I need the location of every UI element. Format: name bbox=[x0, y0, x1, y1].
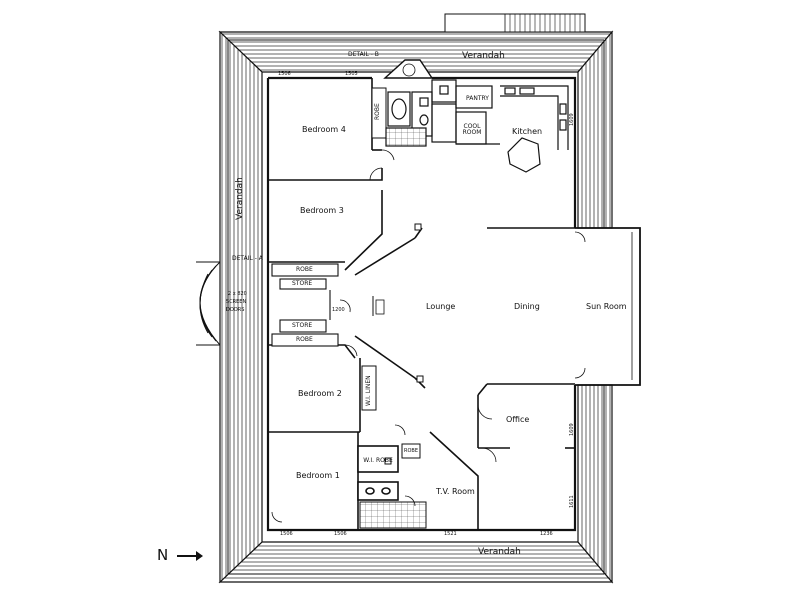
columns bbox=[384, 223, 424, 465]
room-bedroom-2: Bedroom 2 bbox=[298, 389, 342, 398]
room-pantry: PANTRY bbox=[466, 95, 489, 102]
room-bedroom-1: Bedroom 1 bbox=[296, 471, 340, 480]
detail-a-label: DETAIL - A bbox=[232, 255, 263, 262]
verandah-deck bbox=[218, 30, 614, 584]
dim-bottom-1: 1506 bbox=[280, 531, 293, 537]
verandah-edge bbox=[227, 39, 605, 575]
lounge-walls bbox=[354, 227, 423, 379]
room-wi-linen: W.I. LINEN bbox=[365, 375, 372, 406]
entry-line-3: DOORS bbox=[226, 307, 245, 313]
store-low-label: STORE bbox=[292, 322, 313, 329]
steps-top bbox=[444, 13, 586, 33]
wet-area bbox=[385, 79, 457, 147]
dim-bottom-3: 1521 bbox=[444, 531, 457, 537]
verandah-left-label: Verandah bbox=[235, 177, 245, 220]
bedroom-3-walls bbox=[268, 190, 383, 271]
entry-line-2: SCREEN bbox=[226, 299, 247, 305]
room-cool-room: COOL ROOM bbox=[462, 123, 482, 136]
store-mid-label: STORE bbox=[292, 280, 313, 287]
dining-walls bbox=[487, 227, 575, 385]
arrow-right-icon bbox=[177, 550, 204, 561]
room-bedroom-4: Bedroom 4 bbox=[302, 125, 346, 134]
entry-steps bbox=[196, 261, 221, 346]
dim-right-2: 1609 bbox=[569, 423, 575, 436]
verandah-top-label: Verandah bbox=[462, 51, 505, 61]
pantry-coolroom bbox=[455, 85, 500, 145]
bedroom-1-walls bbox=[357, 432, 427, 530]
exterior-walls bbox=[266, 76, 577, 532]
robe-low-label: ROBE bbox=[296, 336, 313, 343]
robe-bedroom-4 bbox=[371, 87, 387, 139]
tv-office-walls bbox=[414, 377, 575, 530]
room-office: Office bbox=[506, 415, 530, 424]
north-arrow: N bbox=[157, 545, 204, 564]
entry-line-1: 2 x 820 bbox=[228, 291, 247, 297]
room-lounge: Lounge bbox=[426, 302, 456, 311]
bay-window bbox=[383, 59, 434, 79]
verandah-bottom-label: Verandah bbox=[478, 547, 521, 557]
robe-bedroom-4-label: ROBE bbox=[374, 103, 381, 120]
door-swings bbox=[271, 149, 586, 523]
left-storage bbox=[271, 263, 339, 347]
dim-bottom-4: 1236 bbox=[540, 531, 553, 537]
dim-top-1: 1506 bbox=[278, 71, 291, 77]
room-tv-room: T.V. Room bbox=[436, 487, 475, 496]
dim-mid-1200: 1200 bbox=[332, 307, 345, 313]
dim-right-1: 1609 bbox=[569, 113, 575, 126]
dim-top-2: 1505 bbox=[345, 71, 358, 77]
north-label: N bbox=[157, 546, 169, 564]
sun-room-walls bbox=[575, 227, 641, 386]
room-wi-robe: W.I. ROBE bbox=[363, 457, 393, 464]
room-bedroom-3: Bedroom 3 bbox=[300, 206, 344, 215]
dim-right-3: 1611 bbox=[569, 495, 575, 508]
robe-mid-label: ROBE bbox=[296, 266, 313, 273]
dim-bottom-2: 1506 bbox=[334, 531, 347, 537]
room-dining: Dining bbox=[514, 302, 540, 311]
room-kitchen: Kitchen bbox=[512, 127, 543, 136]
detail-b-label: DETAIL - B bbox=[348, 51, 379, 58]
kitchen-benches bbox=[500, 85, 569, 173]
room-sun-room: Sun Room bbox=[586, 302, 627, 311]
robe-bedroom-1-label: ROBE bbox=[404, 448, 418, 454]
